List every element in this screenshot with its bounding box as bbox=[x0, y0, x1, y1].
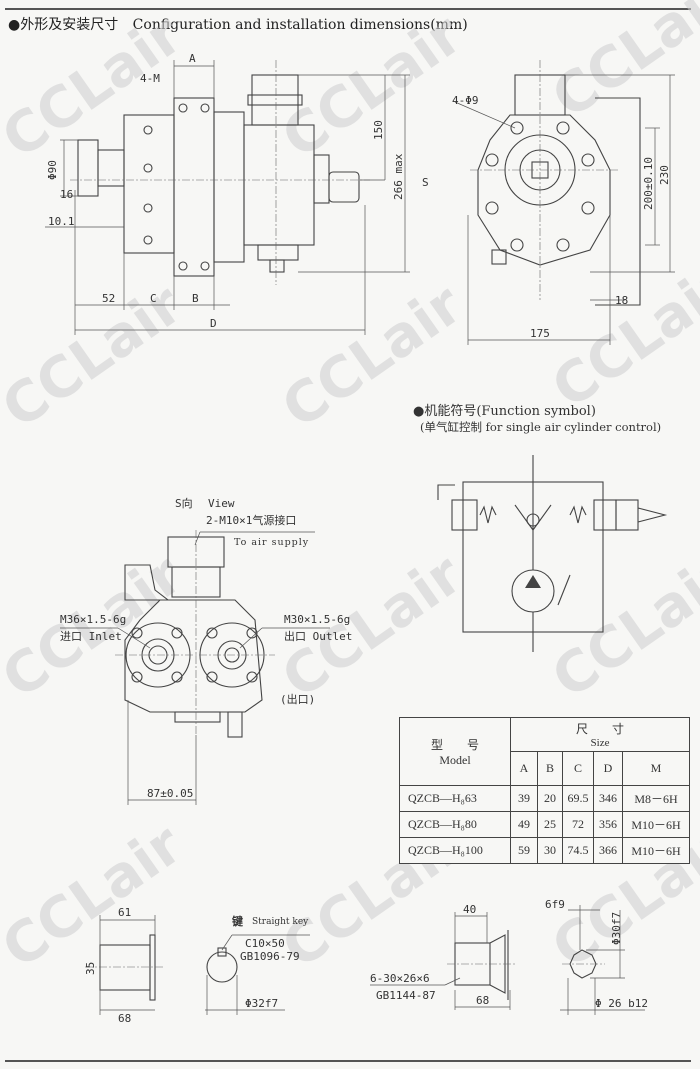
front-view-drawing: A 4-M 150 266 max S Φ90 16 10.1 52 C B D bbox=[45, 52, 429, 335]
dim-230: 230 bbox=[658, 165, 671, 185]
dimension-table: 型 号 Model 尺 寸 Size A B C D M QZCB—H₈63 3… bbox=[399, 717, 690, 864]
cell-b: 25 bbox=[537, 811, 563, 838]
air-port-label: 2-M10×1气源接口 bbox=[206, 513, 296, 527]
key-cn: 键 bbox=[231, 914, 244, 928]
dim-d: D bbox=[210, 317, 217, 330]
title-cn: 外形及安装尺寸 bbox=[20, 17, 119, 33]
spline-spec: 6-30×26×6 bbox=[370, 972, 430, 985]
spline-standard: GB1144-87 bbox=[376, 989, 436, 1002]
size-header: 尺 寸 Size bbox=[510, 717, 690, 752]
dim-87: 87±0.05 bbox=[147, 787, 193, 800]
outlet-alt-label: (出口) bbox=[280, 692, 315, 706]
key-standard: GB1096-79 bbox=[240, 950, 300, 963]
dim-40: 40 bbox=[463, 903, 476, 916]
dim-a: A bbox=[189, 52, 196, 65]
view-label: View bbox=[208, 497, 235, 510]
dim-266: 266 max bbox=[392, 153, 405, 200]
section-title: ●外形及安装尺寸 Configuration and installation … bbox=[8, 14, 468, 34]
cell-model: QZCB—H₈63 bbox=[399, 785, 511, 812]
dim-150: 150 bbox=[372, 120, 385, 140]
col-header-c: C bbox=[562, 751, 594, 786]
page-frame bbox=[5, 8, 691, 1062]
svg-text:CCLair: CCLair bbox=[271, 542, 474, 712]
cell-model: QZCB—H₈100 bbox=[399, 837, 511, 864]
dim-200: 200±0.10 bbox=[642, 157, 655, 210]
dim-35: 35 bbox=[84, 962, 97, 975]
function-title: ●机能符号(Function symbol) bbox=[413, 403, 596, 419]
svg-text:CCLair: CCLair bbox=[541, 252, 700, 422]
dim-16: 16 bbox=[60, 188, 73, 201]
side-view-drawing: 4-Φ9 200±0.10 230 18 175 bbox=[452, 60, 675, 345]
key-detail: 键 Straight key C10×50 GB1096-79 Φ32f7 bbox=[205, 914, 310, 1015]
cell-d: 346 bbox=[593, 785, 623, 812]
view-s-arrow: S bbox=[422, 176, 429, 189]
svg-text:CCLair: CCLair bbox=[0, 2, 194, 172]
dim-61: 61 bbox=[118, 906, 131, 919]
size-header-cn: 尺 寸 bbox=[575, 722, 624, 736]
dim-6f9: 6f9 bbox=[545, 898, 565, 911]
bullet: ● bbox=[8, 17, 21, 33]
cell-a: 39 bbox=[510, 785, 538, 812]
to-air-supply-label: To air supply bbox=[234, 537, 309, 548]
inlet-thread-label: M36×1.5-6g bbox=[60, 613, 126, 626]
table-row: QZCB—H₈63 39 20 69.5 346 M8－6H bbox=[399, 785, 690, 812]
dim-b: B bbox=[192, 292, 199, 305]
dim-phi26: Φ 26 b12 bbox=[595, 997, 648, 1010]
s-direction-label: S向 bbox=[175, 496, 193, 510]
cell-c: 72 bbox=[562, 811, 594, 838]
cell-a: 49 bbox=[510, 811, 538, 838]
cell-b: 30 bbox=[537, 837, 563, 864]
dim-10-1: 10.1 bbox=[48, 215, 75, 228]
function-symbol: ●机能符号(Function symbol) (单气缸控制 for single… bbox=[413, 403, 668, 652]
model-header-en: Model bbox=[439, 752, 471, 767]
cell-d: 356 bbox=[593, 811, 623, 838]
dim-phi32: Φ32f7 bbox=[245, 997, 278, 1010]
key-en: Straight key bbox=[252, 917, 309, 927]
col-header-d: D bbox=[593, 751, 623, 786]
cell-m: M8－6H bbox=[622, 785, 690, 812]
dim-4-phi9: 4-Φ9 bbox=[452, 94, 479, 107]
cell-d: 366 bbox=[593, 837, 623, 864]
cell-model: QZCB—H₈80 bbox=[399, 811, 511, 838]
outlet-label: 出口 Outlet bbox=[284, 629, 352, 643]
dim-18: 18 bbox=[615, 294, 628, 307]
size-header-en: Size bbox=[590, 737, 610, 749]
outlet-thread-label: M30×1.5-6g bbox=[284, 613, 350, 626]
col-header-a: A bbox=[510, 751, 538, 786]
shaft-detail-3: 6f9 Φ30f7 Φ 26 b12 bbox=[545, 898, 648, 1015]
cell-b: 20 bbox=[537, 785, 563, 812]
dim-68-b: 68 bbox=[476, 994, 489, 1007]
table-row: QZCB—H₈100 59 30 74.5 366 M10－6H bbox=[399, 837, 690, 864]
cell-a: 59 bbox=[510, 837, 538, 864]
dim-52: 52 bbox=[102, 292, 115, 305]
cell-c: 69.5 bbox=[562, 785, 594, 812]
table-row: QZCB—H₈80 49 25 72 356 M10－6H bbox=[399, 811, 690, 838]
col-header-m: M bbox=[622, 751, 690, 786]
inlet-label: 进口 Inlet bbox=[60, 630, 122, 643]
dim-4-m: 4-M bbox=[140, 72, 160, 85]
shaft-detail-1: 61 35 68 bbox=[84, 906, 165, 1025]
svg-text:CCLair: CCLair bbox=[0, 272, 194, 442]
svg-text:CCLair: CCLair bbox=[541, 542, 700, 712]
cell-m: M10－6H bbox=[622, 837, 690, 864]
function-subtitle: (单气缸控制 for single air cylinder control) bbox=[420, 420, 661, 434]
s-view-drawing: S向 View 2-M10×1气源接口 To air supply M36×1.… bbox=[60, 496, 352, 805]
title-en: Configuration and installation dimension… bbox=[132, 17, 468, 33]
shaft-detail-2: 40 6-30×26×6 GB1144-87 68 bbox=[370, 903, 515, 1010]
dim-175: 175 bbox=[530, 327, 550, 340]
dim-c: C bbox=[150, 292, 157, 305]
col-header-b: B bbox=[537, 751, 563, 786]
svg-text:CCLair: CCLair bbox=[271, 2, 474, 172]
key-spec: C10×50 bbox=[245, 937, 285, 950]
dim-phi90: Φ90 bbox=[46, 160, 59, 180]
cell-m: M10－6H bbox=[622, 811, 690, 838]
cell-c: 74.5 bbox=[562, 837, 594, 864]
dim-phi30: Φ30f7 bbox=[610, 912, 623, 945]
svg-text:CCLair: CCLair bbox=[0, 812, 194, 982]
model-header: 型 号 Model bbox=[399, 717, 511, 786]
model-header-cn: 型 号 bbox=[430, 737, 479, 752]
dim-68-a: 68 bbox=[118, 1012, 131, 1025]
